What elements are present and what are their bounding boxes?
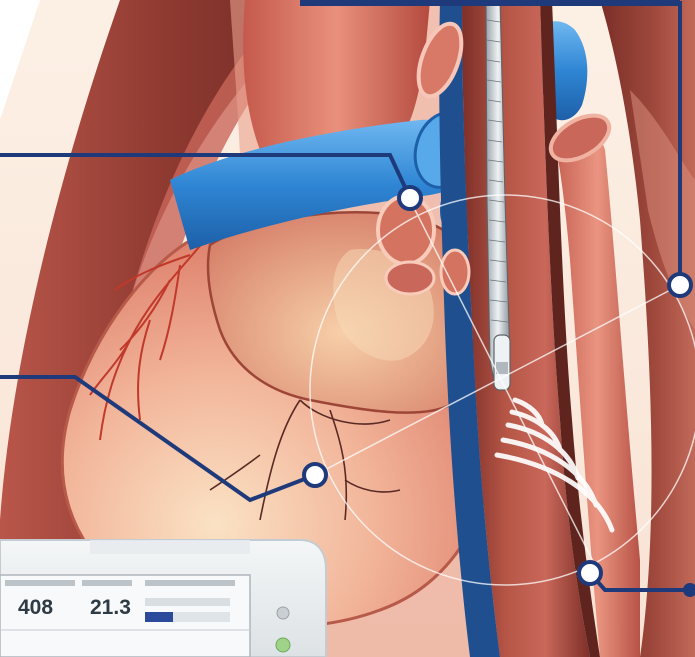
monitor-value-1: 408: [18, 596, 53, 619]
callout-bar-top: [300, 0, 680, 6]
monitor-value-2: 21.3: [90, 596, 131, 619]
monitor-button-power[interactable]: [276, 638, 290, 652]
callout-dot-aorta[interactable]: [669, 274, 691, 296]
callout-dot-left-atrium[interactable]: [399, 187, 421, 209]
monitor-button-top[interactable]: [277, 607, 289, 619]
callout-dot-heart[interactable]: [304, 464, 326, 486]
vessel-ring-small: [386, 262, 434, 294]
callout-dot-esophagus[interactable]: [579, 562, 601, 584]
